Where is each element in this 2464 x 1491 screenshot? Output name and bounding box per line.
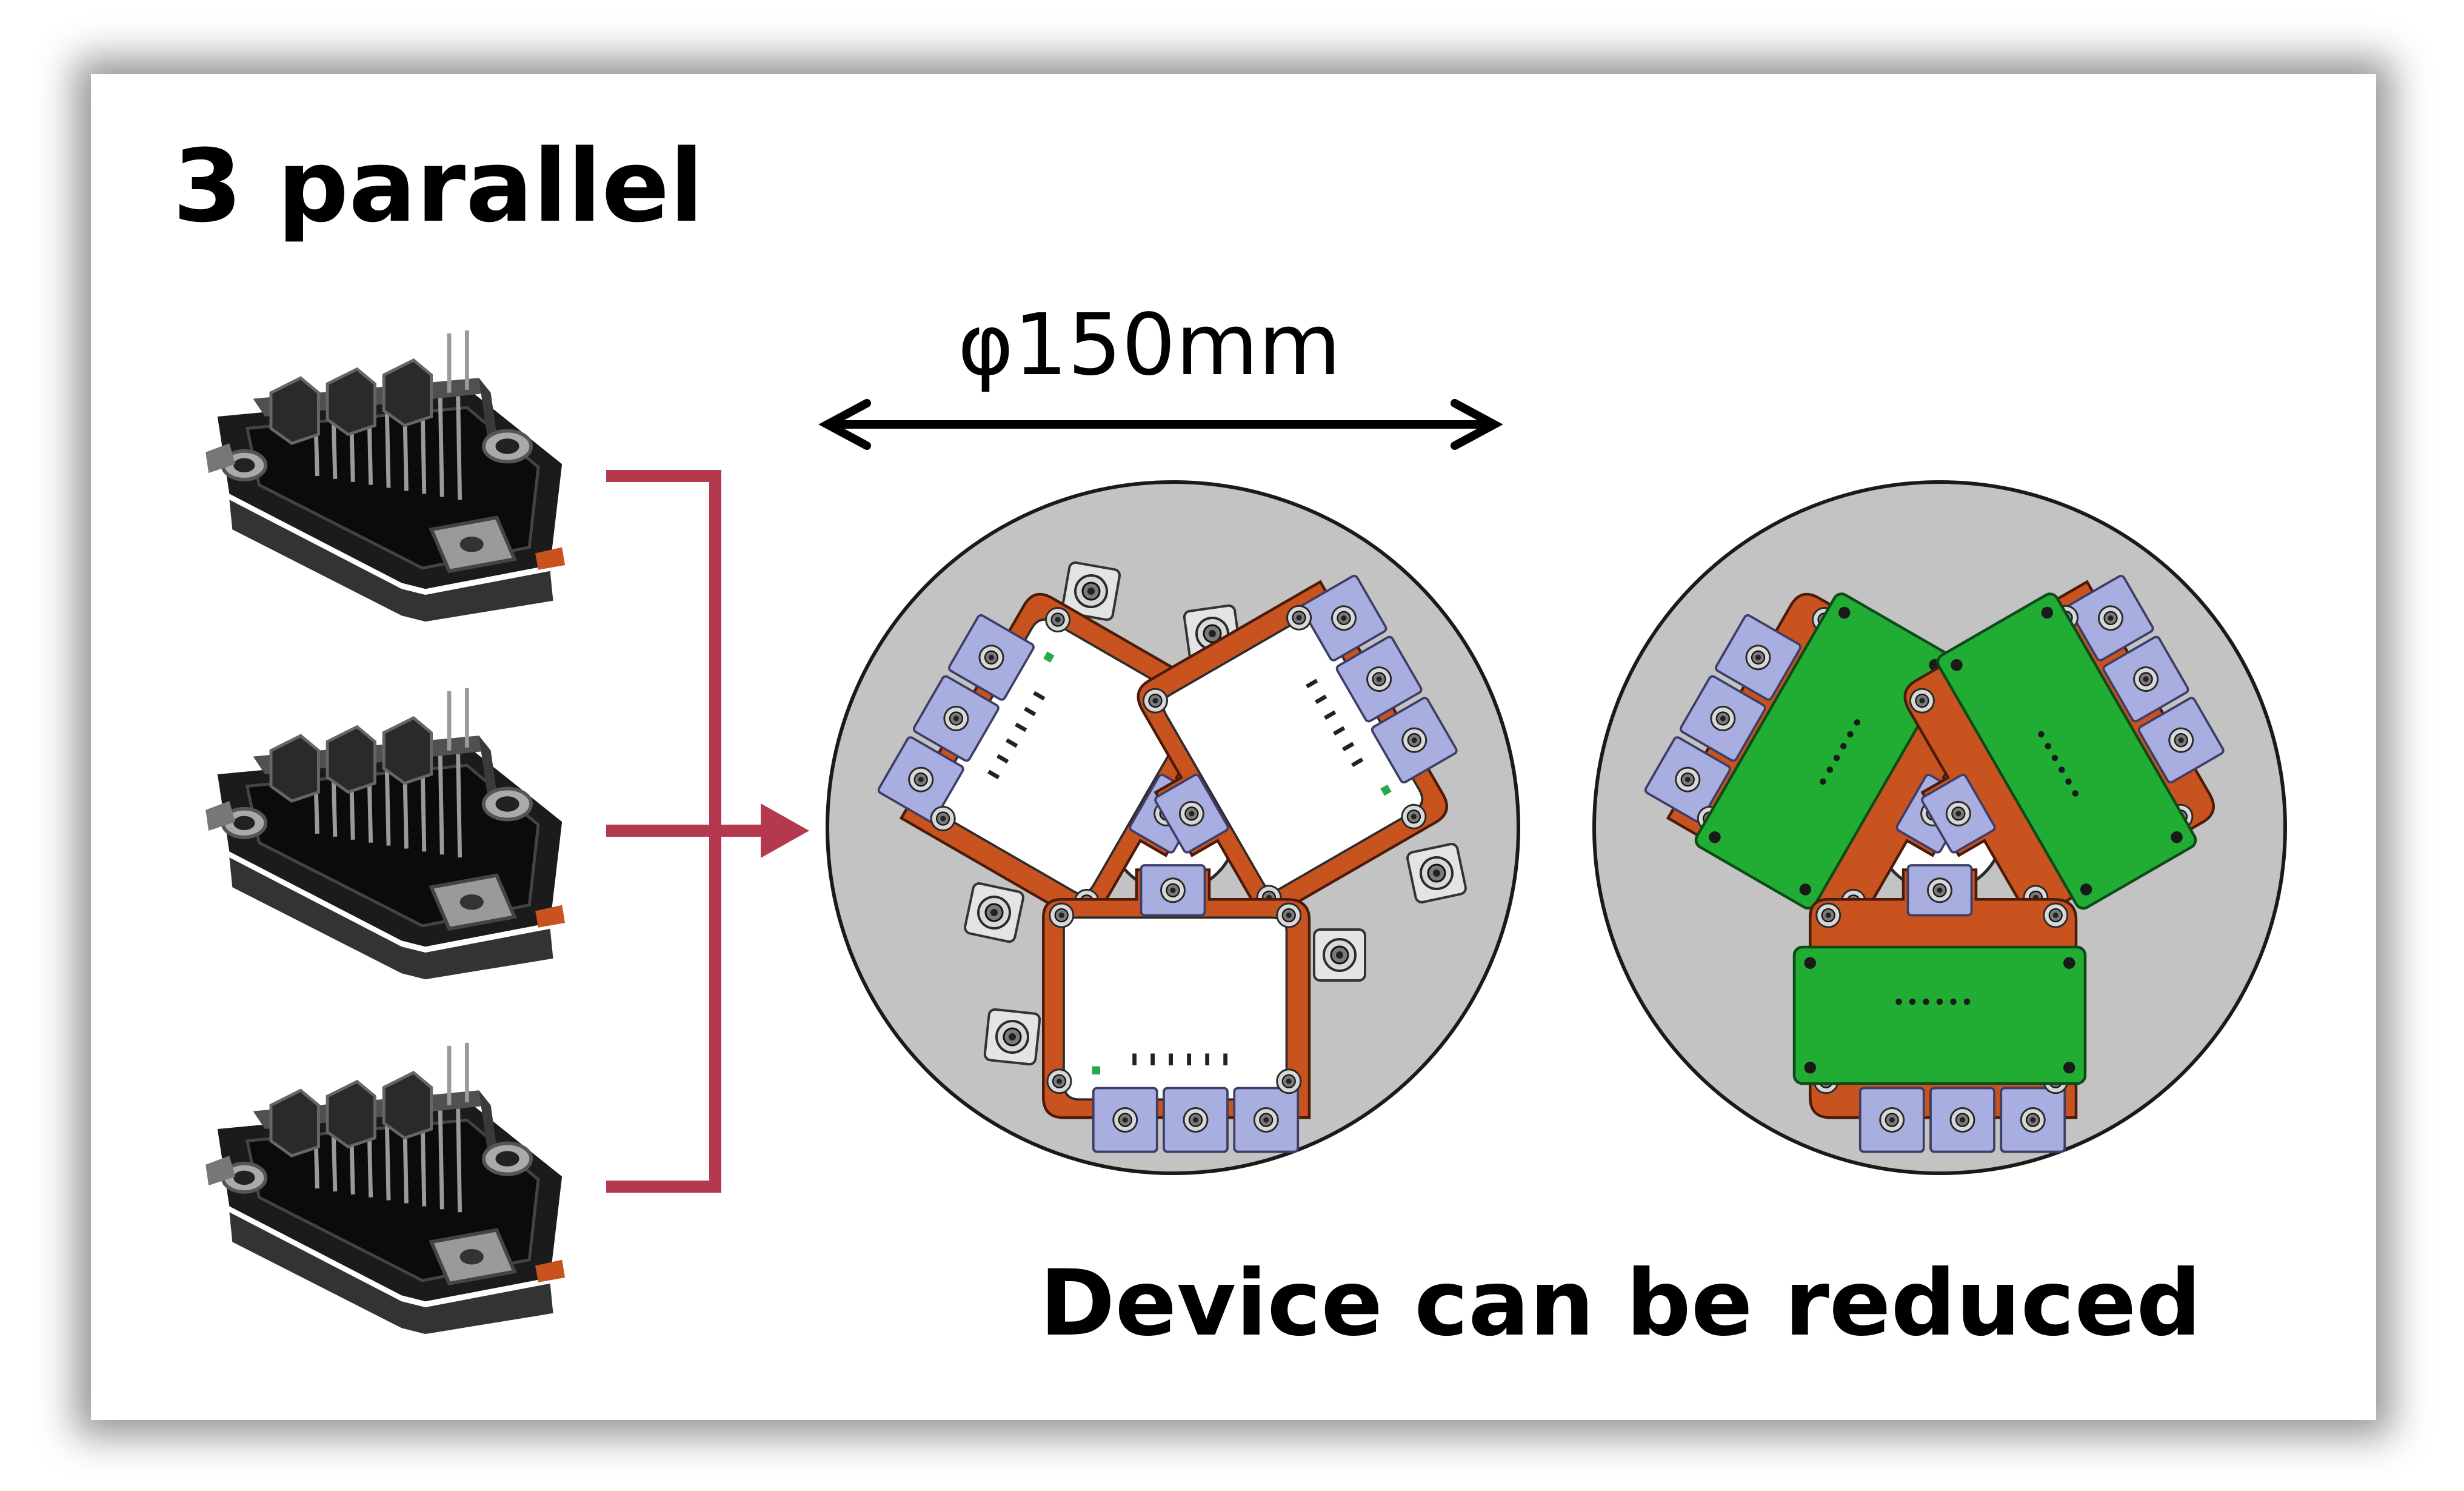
dimension-arrow [818, 399, 1503, 450]
dimension-label: φ150mm [958, 296, 1341, 395]
disc-bare-layout [826, 480, 1520, 1175]
page-title: 3 parallel [173, 128, 704, 244]
discrete-module-middle [205, 688, 565, 979]
arrow-head-icon [761, 803, 809, 858]
caption: Device can be reduced [1040, 1251, 2202, 1356]
disc-pcb-layout [1592, 480, 2287, 1175]
parallel-connector-bracket [606, 470, 764, 1193]
discrete-module-bottom [205, 1043, 565, 1334]
discrete-module-top [205, 330, 565, 622]
